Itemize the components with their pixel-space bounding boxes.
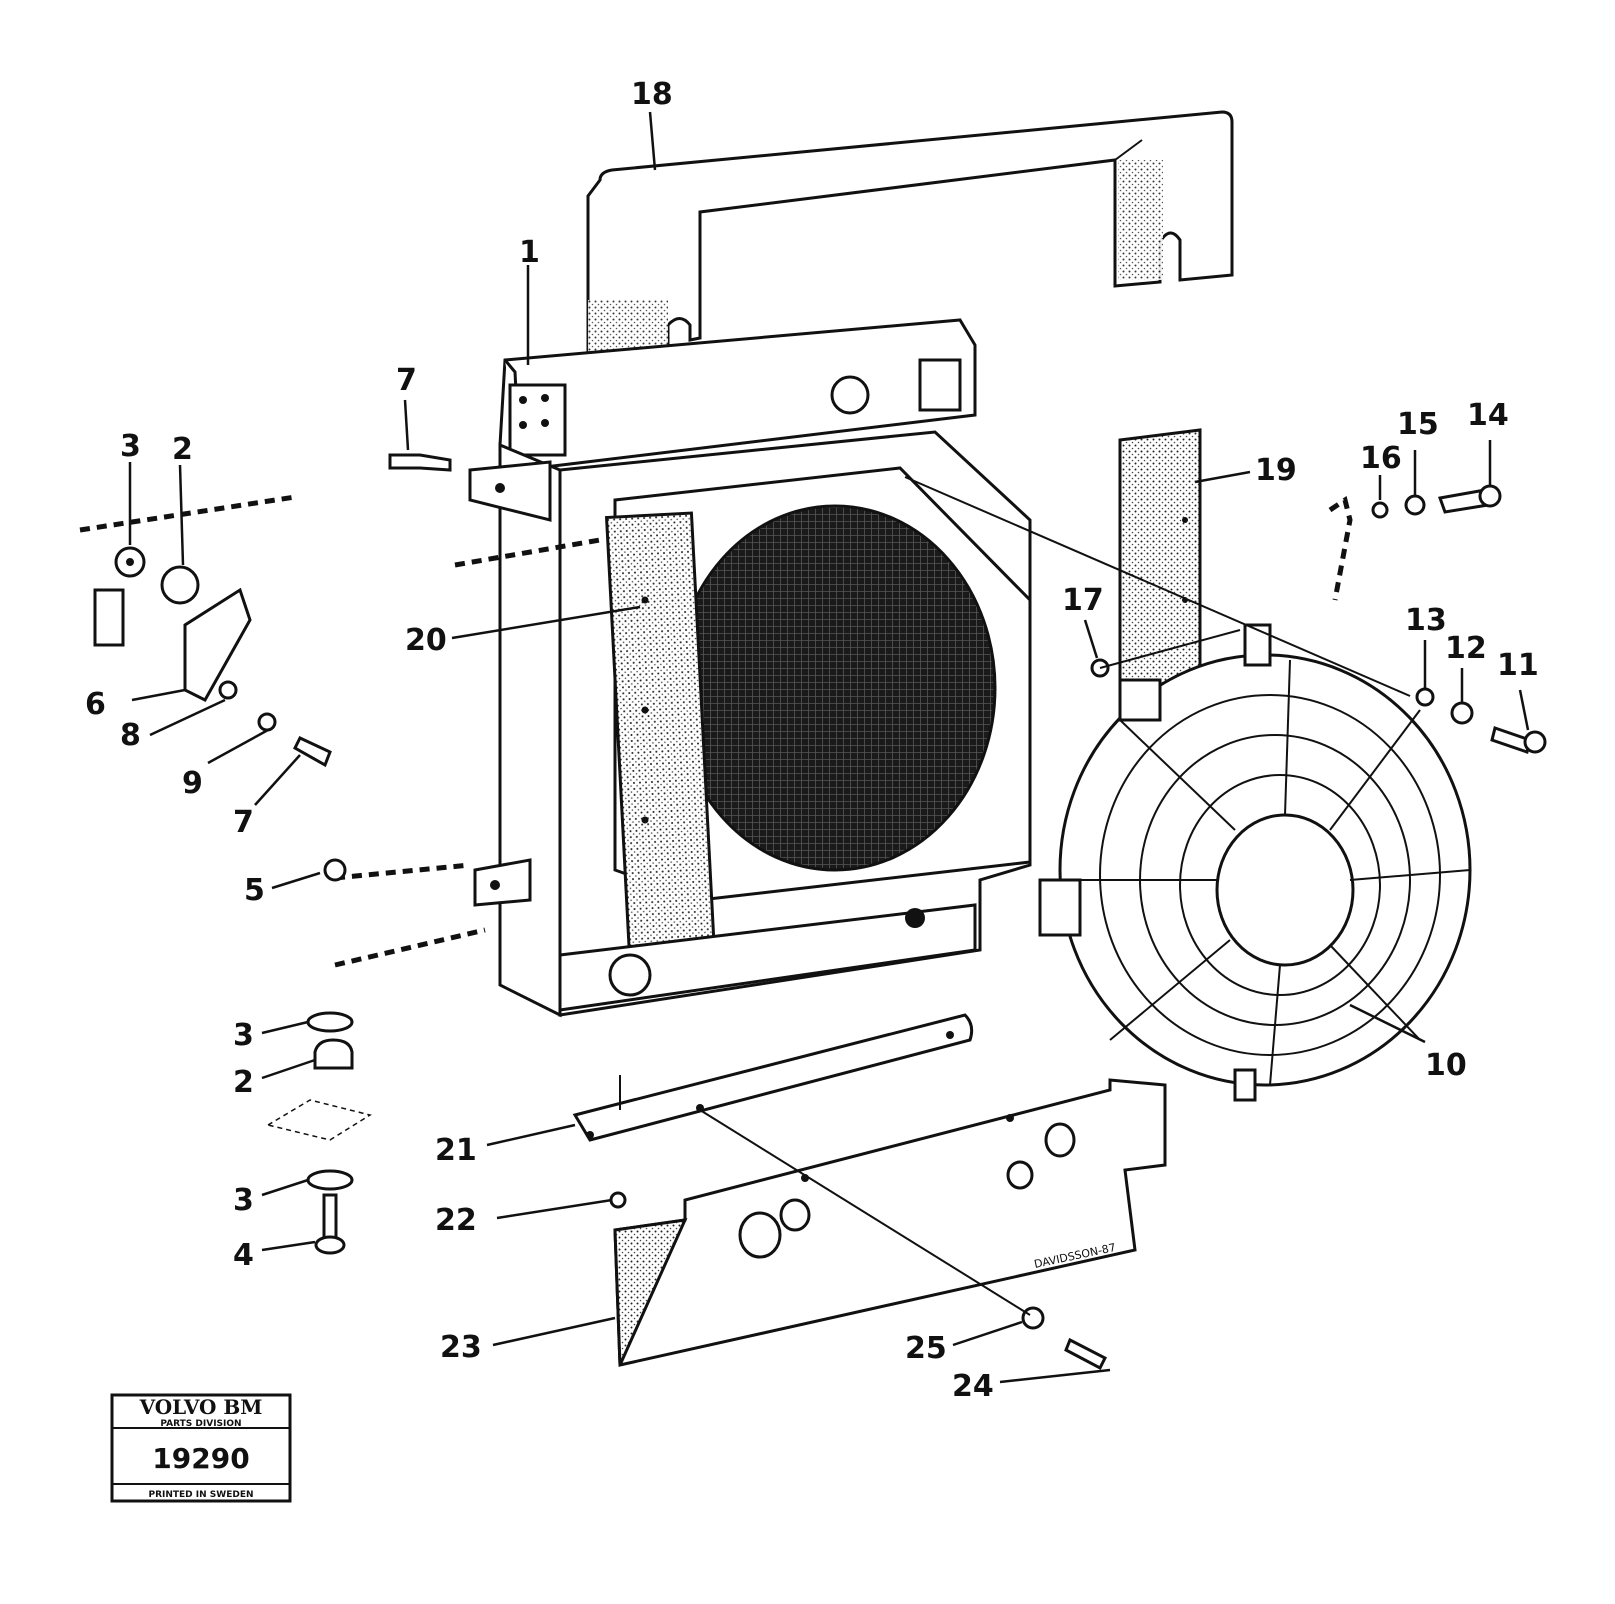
callout-7-upper: 7 bbox=[396, 363, 417, 398]
callout-10: 10 bbox=[1425, 1048, 1467, 1083]
callout-22: 22 bbox=[435, 1203, 477, 1238]
fan-guard bbox=[1038, 623, 1472, 1102]
callout-6: 6 bbox=[85, 687, 106, 722]
stamp-printed: PRINTED IN SWEDEN bbox=[148, 1490, 253, 1500]
callout-12: 12 bbox=[1445, 631, 1487, 666]
upper-mount-hardware bbox=[79, 453, 601, 768]
radiator-assembly bbox=[468, 318, 1032, 1018]
callout-9: 9 bbox=[182, 766, 203, 801]
callout-11: 11 bbox=[1497, 648, 1539, 683]
shroud-top-bracket bbox=[586, 110, 1234, 362]
callout-labels: 18 1 7 3 2 6 8 9 7 5 3 2 3 4 20 19 16 15… bbox=[85, 77, 1539, 1404]
callout-1: 1 bbox=[519, 235, 540, 270]
right-mount-hardware bbox=[609, 484, 1547, 1371]
callout-19: 19 bbox=[1255, 453, 1297, 488]
callout-7-lower: 7 bbox=[233, 805, 254, 840]
callout-5: 5 bbox=[244, 873, 265, 908]
callout-4: 4 bbox=[233, 1238, 254, 1273]
callout-8: 8 bbox=[120, 718, 141, 753]
lower-mount-hardware bbox=[266, 858, 486, 1255]
callout-3-lower: 3 bbox=[233, 1183, 254, 1218]
callout-18: 18 bbox=[631, 77, 673, 112]
leader-lines bbox=[128, 111, 1530, 1384]
callout-23: 23 bbox=[440, 1330, 482, 1365]
callout-17: 17 bbox=[1062, 583, 1104, 618]
callout-2-lower: 2 bbox=[233, 1065, 254, 1100]
callout-3-mid: 3 bbox=[233, 1018, 254, 1053]
callout-16: 16 bbox=[1360, 441, 1402, 476]
callout-14: 14 bbox=[1467, 398, 1509, 433]
callout-2-upper: 2 bbox=[172, 432, 193, 467]
callout-13: 13 bbox=[1405, 603, 1447, 638]
callout-15: 15 bbox=[1397, 407, 1439, 442]
bottom-support-bar bbox=[572, 1013, 974, 1142]
callout-25: 25 bbox=[905, 1331, 947, 1366]
stamp-division: PARTS DIVISION bbox=[160, 1419, 241, 1429]
stamp-number: 19290 bbox=[152, 1442, 249, 1475]
callout-24: 24 bbox=[952, 1369, 994, 1404]
callout-3-upper: 3 bbox=[120, 429, 141, 464]
callout-21: 21 bbox=[435, 1133, 477, 1168]
callout-20: 20 bbox=[405, 623, 447, 658]
lower-baffle-plate: DAVIDSSON-87 bbox=[613, 1078, 1167, 1367]
volvo-bm-stamp: VOLVO BM PARTS DIVISION 19290 PRINTED IN… bbox=[110, 1393, 292, 1503]
stamp-brand: VOLVO BM bbox=[139, 1395, 263, 1419]
